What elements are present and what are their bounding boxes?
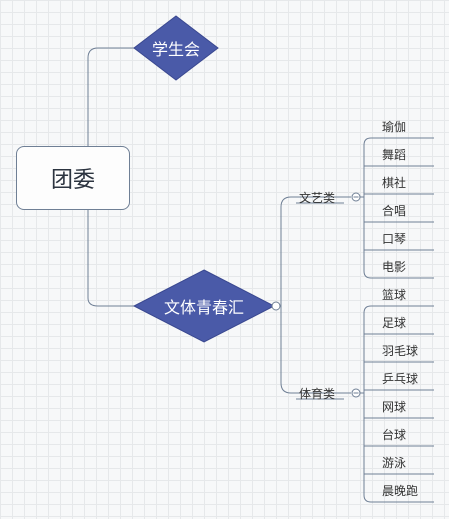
root-node[interactable]: 团委: [16, 146, 130, 210]
leaf-connectors-tiyu: [360, 305, 434, 503]
collapse-toggle-wenti: [271, 301, 281, 311]
leaf-wudao[interactable]: 舞蹈: [382, 148, 407, 162]
group-label-tiyu[interactable]: 体育类: [299, 387, 336, 401]
diamond-wenti: [132, 269, 276, 343]
leaf-youyong[interactable]: 游泳: [382, 456, 407, 470]
leaf-lanqiu[interactable]: 篮球: [382, 288, 407, 302]
group-label-wenyi[interactable]: 文艺类: [299, 191, 336, 205]
connector-root-to-wenti: [87, 210, 134, 307]
leaf-taiqiu[interactable]: 台球: [382, 428, 407, 442]
leaf-dianying[interactable]: 电影: [382, 260, 407, 274]
leaf-connectors-wenyi: [360, 137, 434, 279]
diamond-xueshenghui: [133, 15, 219, 81]
connector-wenti-to-tiyu: [280, 306, 351, 394]
leaf-yujia[interactable]: 瑜伽: [382, 120, 407, 134]
leaf-pingpangqiu[interactable]: 乒乓球: [382, 372, 419, 386]
leaf-qishe[interactable]: 棋社: [382, 176, 407, 190]
connector-wenti-to-wenyi: [280, 196, 351, 306]
leaf-zuqiu[interactable]: 足球: [382, 316, 407, 330]
leaf-yumaoqiu[interactable]: 羽毛球: [382, 344, 419, 358]
branch-label-xueshenghui[interactable]: 学生会: [151, 40, 200, 59]
leaf-kouqin[interactable]: 口琴: [382, 232, 407, 246]
leaf-hechang[interactable]: 合唱: [382, 204, 407, 218]
leaf-chenwanpao[interactable]: 晨晚跑: [382, 484, 419, 498]
branch-label-wenti[interactable]: 文体青春汇: [163, 298, 244, 317]
leaf-wangqiu[interactable]: 网球: [382, 400, 407, 414]
connector-root-to-xueshenghui: [87, 47, 134, 146]
